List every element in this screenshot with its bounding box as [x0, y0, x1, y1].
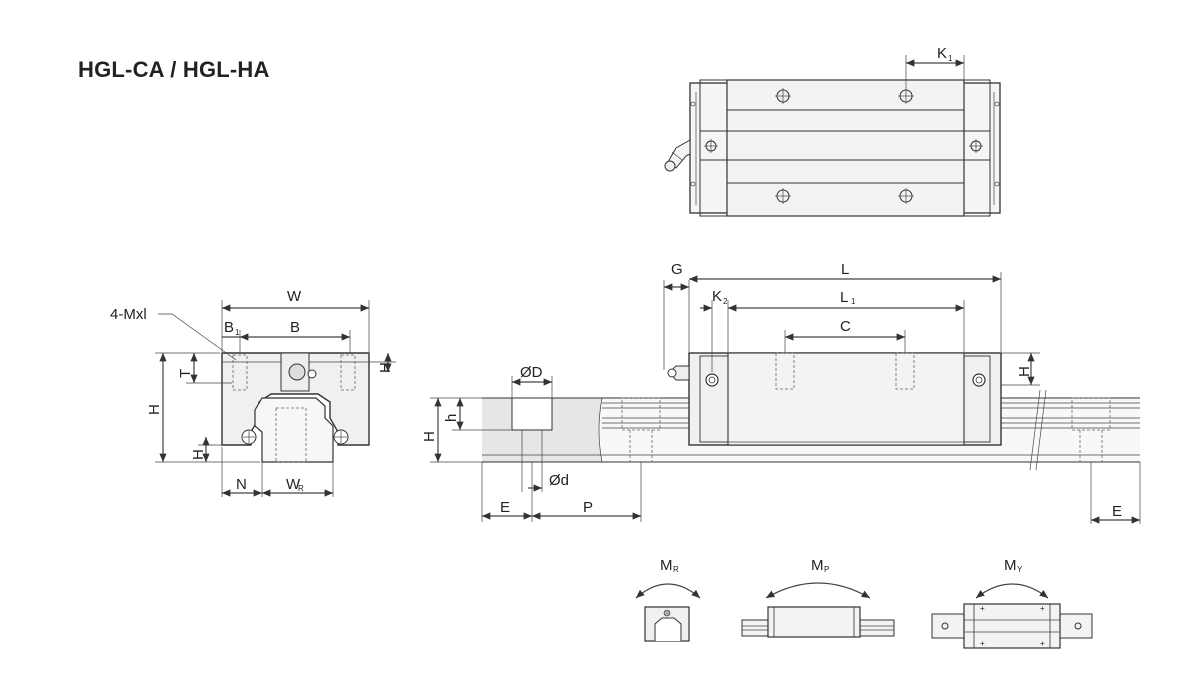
dim-b1-label: B: [224, 319, 234, 336]
svg-text:M: M: [1004, 557, 1017, 574]
dim-n-label: N: [236, 476, 247, 493]
thread-callout-label: 4-Mxl: [110, 306, 147, 323]
grease-nipple-icon: [664, 139, 691, 172]
dim-hr-label: H: [421, 431, 438, 442]
mounting-hole-icon: [704, 88, 983, 204]
svg-text:+: +: [980, 604, 985, 613]
dim-h1-label: H: [190, 449, 207, 460]
moment-mr-icon: M R: [635, 557, 701, 642]
side-view: G L L 1 K 2 C H ØD Ød: [421, 261, 1141, 524]
svg-text:1: 1: [235, 328, 240, 337]
dim-p-label: P: [583, 499, 593, 516]
svg-text:+: +: [1040, 639, 1045, 648]
dim-k1-label: K: [937, 45, 947, 62]
dim-c-label: C: [840, 318, 851, 335]
svg-text:P: P: [824, 565, 829, 574]
dim-b-label: B: [290, 319, 300, 336]
dim-l1-label: L: [840, 289, 848, 306]
dim-e-right-label: E: [1112, 503, 1122, 520]
svg-text:Y: Y: [1017, 565, 1023, 574]
dim-wr-label: W: [286, 476, 301, 493]
dim-e-left-label: E: [500, 499, 510, 516]
dim-h-label: H: [146, 404, 163, 415]
end-view: W B B 1 4-Mxl H T H H N W: [110, 288, 396, 497]
svg-text:M: M: [660, 557, 673, 574]
dim-t-label: T: [177, 369, 194, 378]
dim-l-label: L: [841, 261, 849, 278]
moment-my-icon: M Y + + + +: [931, 557, 1093, 649]
top-view: K 1: [664, 45, 1001, 217]
dim-od-label: ØD: [520, 364, 543, 381]
svg-text:R: R: [298, 484, 304, 493]
moment-mp-icon: M P: [741, 557, 895, 638]
svg-text:1: 1: [948, 54, 953, 63]
svg-text:+: +: [980, 639, 985, 648]
svg-text:M: M: [811, 557, 824, 574]
dim-small-h-label: h: [443, 414, 460, 422]
dim-h2-label: H: [377, 362, 394, 373]
svg-text:R: R: [673, 565, 679, 574]
dim-d-label: Ød: [549, 472, 569, 489]
page-title: HGL-CA / HGL-HA: [78, 57, 270, 82]
svg-text:2: 2: [723, 297, 728, 306]
dim-h3-label: H: [1016, 366, 1033, 377]
dim-k2-label: K: [712, 288, 722, 305]
svg-text:1: 1: [851, 297, 856, 306]
svg-text:+: +: [1040, 604, 1045, 613]
dim-w-label: W: [287, 288, 302, 305]
dim-g-label: G: [671, 261, 683, 278]
